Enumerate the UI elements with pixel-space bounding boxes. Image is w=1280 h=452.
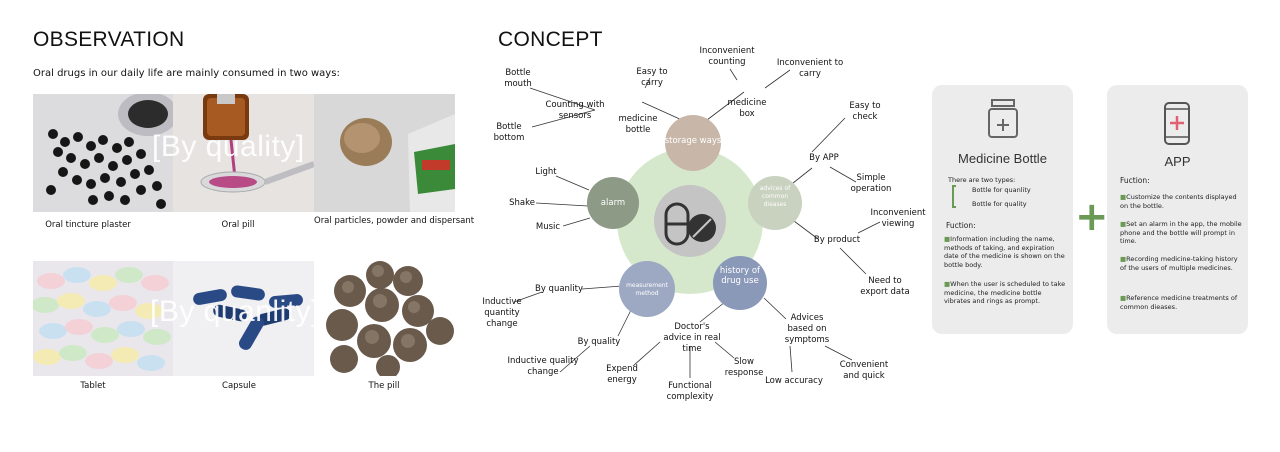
capsule-icon	[664, 202, 716, 246]
node-advices-label: advices of common dieases	[759, 185, 791, 208]
label-by-product: By product	[813, 235, 861, 245]
label-easy-check: Easy to check	[849, 101, 881, 122]
types-bracket	[952, 185, 956, 208]
concept-title: CONCEPT	[498, 28, 603, 51]
label-advices-symptoms: Advices based on symptoms	[784, 313, 830, 345]
node-advices	[748, 176, 802, 230]
app-title: APP	[1164, 154, 1191, 169]
bottle-point-2: ■When the user is scheduled to take medi…	[944, 280, 1066, 305]
bottle-fuction-heading: Fuction:	[946, 221, 976, 230]
node-history	[713, 256, 767, 310]
label-inconv-viewing: Inconvenient viewing	[870, 208, 926, 229]
label-convenient-quick: Convenient and quick	[839, 360, 889, 381]
node-alarm-label: alarm	[600, 198, 626, 208]
label-export-data: Need to export data	[860, 276, 910, 297]
label-bottle-mouth: Bottle mouth	[504, 68, 532, 89]
label-easy-carry: Easy to carry	[636, 67, 668, 88]
label-counting-sensors: Counting with sensors	[545, 100, 605, 121]
bottle-point-1: ■Information including the name, methods…	[944, 235, 1065, 269]
type-quality: Bottle for quality	[972, 200, 1027, 208]
types-heading: There are two types:	[948, 176, 1016, 184]
label-functional-complexity: Functional complexity	[666, 381, 714, 402]
label-inconv-carry: Inconvenient to carry	[776, 58, 844, 79]
caption-capsule: Capsule	[222, 381, 256, 391]
caption-the-pill: The pill	[368, 381, 400, 391]
bottle-point-2-text: When the user is scheduled to take medic…	[944, 280, 1066, 305]
app-point-1-text: Customize the contents displayed on the …	[1120, 193, 1237, 210]
node-storage	[665, 115, 721, 171]
app-point-3-text: Recording medicine-taking history of the…	[1120, 255, 1238, 272]
label-medicine-box: medicine box	[727, 98, 767, 119]
node-history-label: history of drug use	[719, 266, 761, 286]
label-by-quanlity: By quanlity	[534, 284, 584, 294]
phone-icon	[1164, 102, 1190, 145]
label-inductive-quantity: Inductive quantity change	[482, 297, 522, 329]
caption-particles: Oral particles, powder and dispersant	[314, 216, 475, 226]
label-medicine-bottle: medicine bottle	[618, 114, 658, 135]
label-simple-operation: Simple operation	[850, 173, 892, 194]
photo-oral-particles	[314, 94, 455, 212]
photo-capsule	[173, 261, 314, 376]
label-inductive-quality: Inductive quality change	[507, 356, 579, 377]
app-point-2-text: Set an alarm in the app, the mobile phon…	[1120, 220, 1242, 245]
label-low-accuracy: Low accuracy	[765, 376, 823, 386]
photo-the-pill	[314, 261, 455, 376]
medicine-bottle-icon	[988, 99, 1018, 138]
label-light: Light	[535, 167, 557, 177]
label-expend-energy: Expend energy	[606, 364, 638, 385]
label-inconv-counting: Inconvenient counting	[699, 46, 755, 67]
label-doctors-advice: Doctor's advice in real time	[663, 322, 721, 354]
node-measurement	[619, 261, 675, 317]
observation-intro: Oral drugs in our daily life are mainly …	[33, 68, 340, 79]
node-measurement-label: measurement method	[626, 282, 668, 297]
label-bottle-bottom: Bottle bottom	[493, 122, 525, 143]
observation-title: OBSERVATION	[33, 28, 185, 51]
caption-tablet: Tablet	[80, 381, 106, 391]
node-alarm	[587, 177, 639, 229]
caption-oral-pill: Oral pill	[221, 220, 255, 230]
label-by-quality: By quality	[577, 337, 621, 347]
medicine-bottle-card: Medicine Bottle There are two types: Bot…	[932, 85, 1073, 334]
label-shake: Shake	[509, 198, 535, 208]
app-fuction-heading: Fuction:	[1120, 176, 1150, 185]
caption-tincture: Oral tincture plaster	[45, 220, 131, 230]
photo-oral-pill	[173, 94, 314, 212]
medicine-bottle-title: Medicine Bottle	[958, 151, 1047, 166]
label-by-app: By APP	[809, 153, 839, 163]
app-point-3: ■Recording medicine-taking history of th…	[1120, 255, 1238, 272]
app-point-2: ■Set an alarm in the app, the mobile pho…	[1120, 220, 1242, 245]
app-card: APP Fuction: ■Customize the contents dis…	[1107, 85, 1248, 334]
plus-sign: +	[1075, 194, 1109, 240]
overlay-by-quality: [By quality]	[152, 130, 305, 163]
photo-tablet	[33, 261, 173, 376]
type-quanlity: Bottle for quanlity	[972, 186, 1031, 194]
overlay-by-quanlity: [By quanlity]	[150, 295, 320, 328]
app-point-1: ■Customize the contents displayed on the…	[1120, 193, 1237, 210]
app-point-4-text: Reference medicine treatments of common …	[1120, 294, 1238, 311]
node-storage-label: storage ways	[664, 136, 722, 146]
label-music: Music	[535, 222, 561, 232]
app-point-4: ■Reference medicine treatments of common…	[1120, 294, 1238, 311]
bottle-point-1-text: Information including the name, methods …	[944, 235, 1065, 269]
photo-tincture-plaster	[33, 94, 173, 212]
label-slow-response: Slow response	[724, 357, 764, 378]
